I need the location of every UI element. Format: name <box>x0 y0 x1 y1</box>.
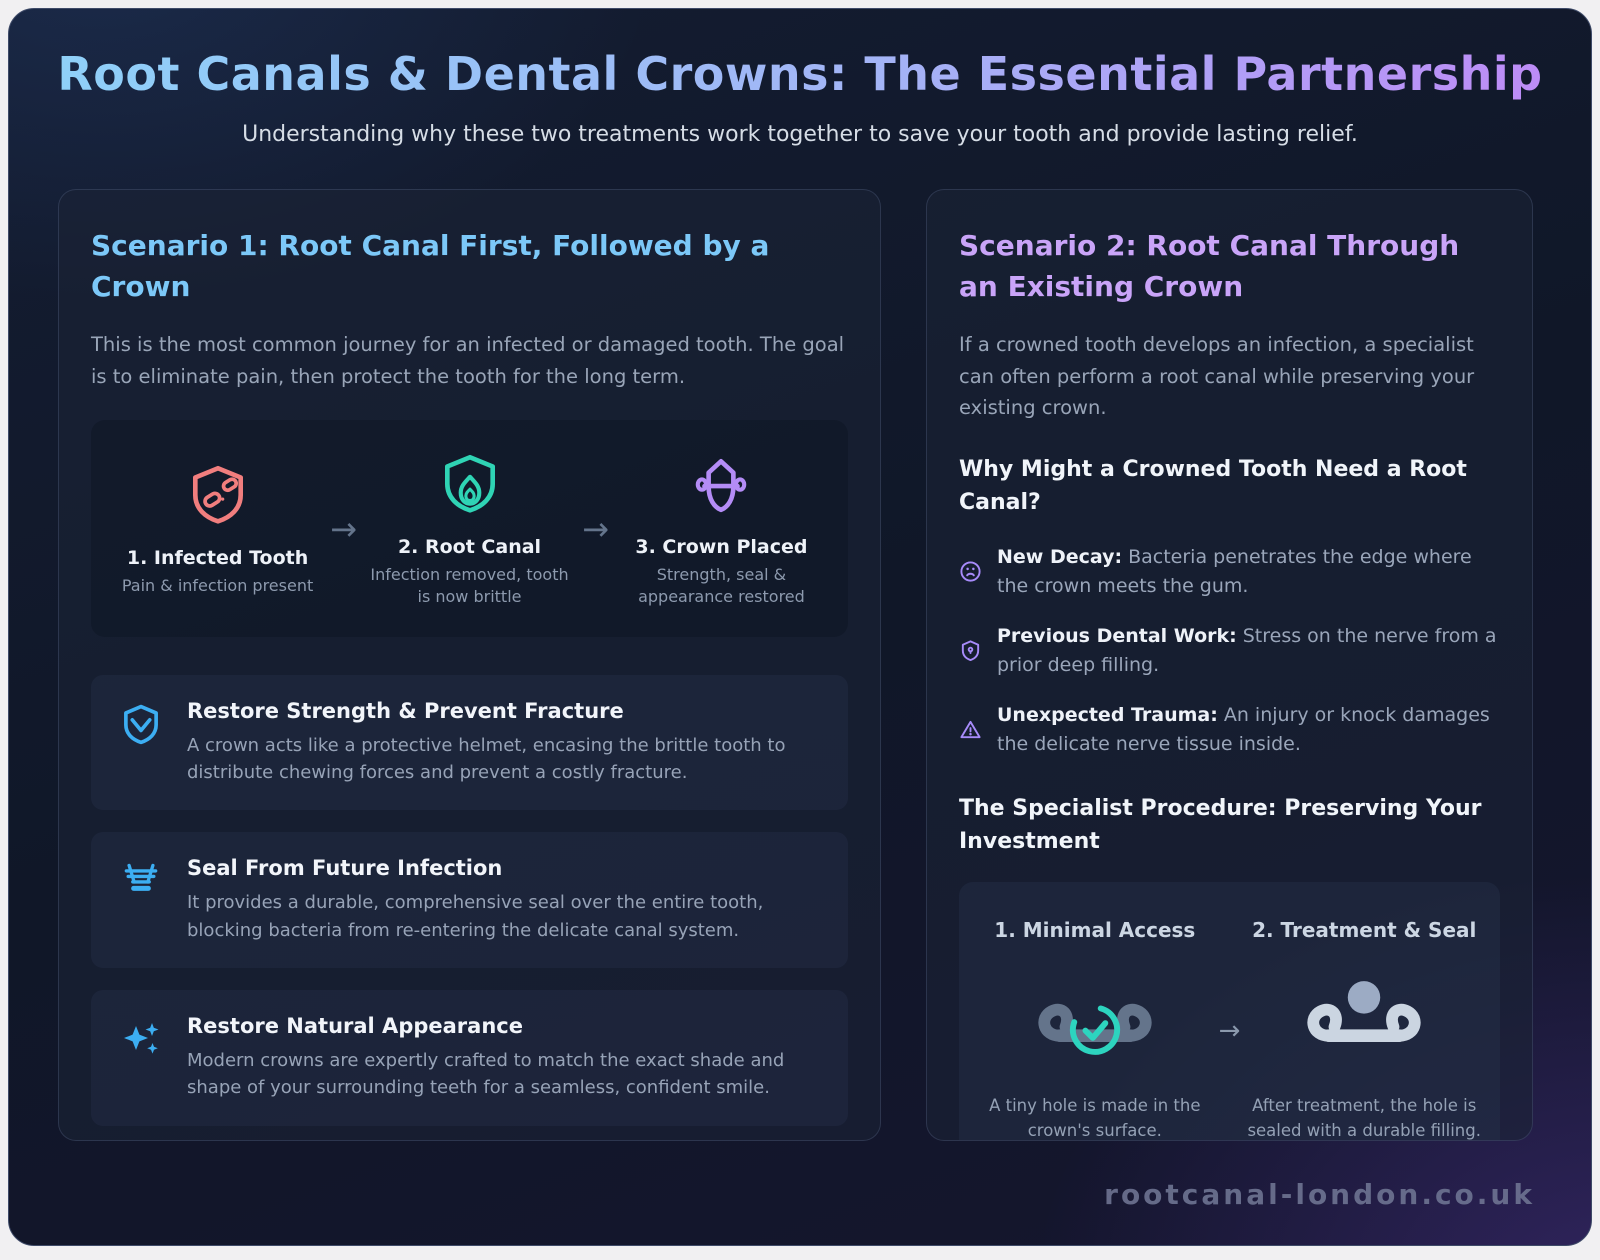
flow-step-root-canal: 2. Root Canal Infection removed, tooth i… <box>359 450 580 609</box>
reason-lead: Previous Dental Work: <box>997 625 1237 648</box>
reason-lead: New Decay: <box>997 546 1123 569</box>
crown-access-check-icon <box>1036 976 1154 1064</box>
crown-sealed-filling-icon <box>1305 976 1423 1064</box>
reason-trauma: Unexpected Trauma:An injury or knock dam… <box>959 701 1500 758</box>
treatment-flow: 1. Infected Tooth Pain & infection prese… <box>91 419 848 637</box>
crowned-tooth-icon <box>696 458 747 512</box>
reason-previous-work: Previous Dental Work:Stress on the nerve… <box>959 622 1500 679</box>
scenario-cards-row: Scenario 1: Root Canal First, Followed b… <box>9 153 1591 1142</box>
flow-step-infected-tooth: 1. Infected Tooth Pain & infection prese… <box>107 461 328 597</box>
flow-step-label: 1. Infected Tooth <box>126 547 309 570</box>
flow-step-caption: Strength, seal & appearance restored <box>638 564 805 607</box>
reason-text: New Decay:Bacteria penetrates the edge w… <box>997 543 1500 600</box>
dental-crown-icon <box>124 864 158 892</box>
benefit-body: A crown acts like a protective helmet, e… <box>187 734 786 783</box>
reason-new-decay: New Decay:Bacteria penetrates the edge w… <box>959 543 1500 600</box>
right-arrow-icon: → <box>1218 1015 1241 1046</box>
benefit-text: Restore Strength & Prevent Fracture A cr… <box>187 699 820 787</box>
benefit-body: Modern crowns are expertly crafted to ma… <box>187 1050 785 1099</box>
benefit-seal-infection: Seal From Future Infection It provides a… <box>91 832 848 969</box>
scenario1-intro: This is the most common journey for an i… <box>91 333 845 388</box>
benefit-body: It provides a durable, comprehensive sea… <box>187 892 764 941</box>
reason-text: Unexpected Trauma:An injury or knock dam… <box>997 701 1500 758</box>
procedure-step-title: 2. Treatment & Seal <box>1252 918 1477 943</box>
benefit-title: Seal From Future Infection <box>187 856 503 881</box>
reason-body: An injury or knock damages the delicate … <box>997 704 1490 755</box>
procedure-step-caption: A tiny hole is made in the crown's surfa… <box>989 1096 1201 1140</box>
scenario2-intro: If a crowned tooth develops an infection… <box>959 333 1475 419</box>
reason-body: Bacteria penetrates the edge where the c… <box>997 546 1472 597</box>
shield-dot-icon <box>961 640 980 662</box>
flow-step-label: 2. Root Canal <box>397 535 542 558</box>
reason-body: Stress on the nerve from a prior deep fi… <box>997 625 1497 676</box>
benefit-title: Restore Strength & Prevent Fracture <box>187 698 624 723</box>
infographic-page: Root Canals & Dental Crowns: The Essenti… <box>8 8 1592 1246</box>
page-title: Root Canals & Dental Crowns: The Essenti… <box>57 47 1543 101</box>
right-arrow-icon: → <box>582 510 609 549</box>
site-watermark: rootcanal-london.co.uk <box>1104 1178 1535 1211</box>
shield-check-icon <box>124 704 158 744</box>
benefit-natural-appearance: Restore Natural Appearance Modern crowns… <box>91 990 848 1126</box>
benefit-text: Restore Natural Appearance Modern crowns… <box>187 1014 820 1102</box>
procedure-box: 1. Minimal Access A tiny hole is made in… <box>959 882 1500 1141</box>
procedure-step-treatment-seal: 2. Treatment & Seal After treatment, the… <box>1244 918 1484 1140</box>
infected-tooth-icon <box>192 465 243 524</box>
flow-step-caption: Pain & infection present <box>121 576 314 596</box>
procedure-step-minimal-access: 1. Minimal Access A tiny hole is made in… <box>975 918 1215 1140</box>
why-heading: Why Might a Crowned Tooth Need a Root Ca… <box>959 457 1467 516</box>
page-header: Root Canals & Dental Crowns: The Essenti… <box>9 9 1591 153</box>
frown-face-icon <box>960 561 981 582</box>
scenario2-card: Scenario 2: Root Canal Through an Existi… <box>926 189 1533 1142</box>
root-canal-tooth-icon <box>444 454 495 513</box>
scenario1-heading: Scenario 1: Root Canal First, Followed b… <box>91 229 770 303</box>
warning-triangle-icon <box>960 720 981 739</box>
sparkles-icon <box>124 1023 159 1054</box>
flow-step-crown-placed: 3. Crown Placed Strength, seal & appeara… <box>611 450 832 609</box>
right-arrow-icon: → <box>330 510 357 549</box>
reason-lead: Unexpected Trauma: <box>997 704 1218 727</box>
flow-step-label: 3. Crown Placed <box>635 535 808 558</box>
procedure-step-title: 1. Minimal Access <box>994 918 1196 943</box>
benefit-restore-strength: Restore Strength & Prevent Fracture A cr… <box>91 674 848 811</box>
benefit-title: Restore Natural Appearance <box>187 1014 523 1039</box>
scenario1-card: Scenario 1: Root Canal First, Followed b… <box>58 189 881 1142</box>
page-subtitle: Understanding why these two treatments w… <box>242 122 1358 147</box>
scenario2-heading: Scenario 2: Root Canal Through an Existi… <box>959 229 1460 303</box>
benefit-text: Seal From Future Infection It provides a… <box>187 856 820 944</box>
flow-step-caption: Infection removed, tooth is now brittle <box>370 564 569 607</box>
procedure-step-caption: After treatment, the hole is sealed with… <box>1247 1096 1481 1140</box>
reason-text: Previous Dental Work:Stress on the nerve… <box>997 622 1500 679</box>
procedure-heading: The Specialist Procedure: Preserving You… <box>959 796 1482 855</box>
